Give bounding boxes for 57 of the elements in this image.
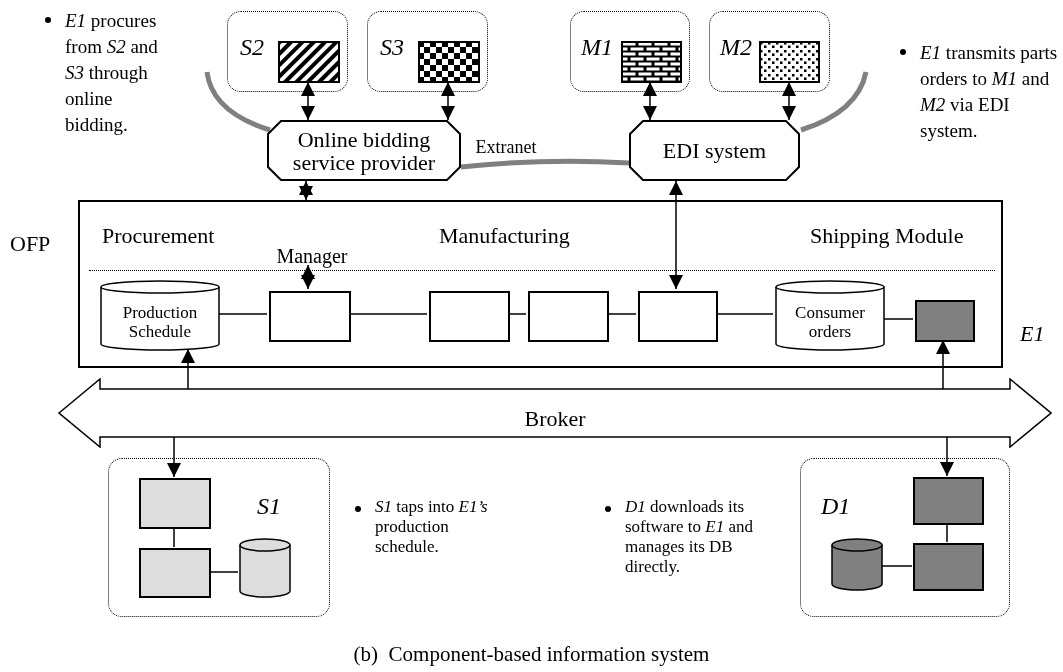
component-box xyxy=(269,291,351,342)
connector-line xyxy=(173,527,175,548)
pattern-box xyxy=(418,41,480,83)
component-box xyxy=(913,543,984,591)
connector-line xyxy=(881,565,913,567)
process-box xyxy=(267,120,461,181)
database-cylinder: Production Schedule xyxy=(100,280,220,351)
arrow xyxy=(301,81,315,121)
pattern-box xyxy=(278,41,340,83)
caption: (b) Component-based information system xyxy=(353,642,710,667)
arrow xyxy=(299,180,313,201)
group-title: D1 xyxy=(821,493,851,519)
side-label: E1 xyxy=(1020,322,1045,346)
database-cylinder: Consumer orders xyxy=(775,280,885,351)
section-title: Shipping Module xyxy=(810,224,964,248)
database-cylinder xyxy=(831,538,883,591)
group-title: M1 xyxy=(581,34,613,60)
arrow xyxy=(643,81,657,121)
bullet-text: S1 taps into E1’s production schedule. xyxy=(375,497,489,557)
component-box xyxy=(429,291,510,342)
group-title: M2 xyxy=(720,34,752,60)
group-title: S3 xyxy=(380,34,404,60)
side-label: OFP xyxy=(10,232,51,256)
component-box xyxy=(139,548,211,598)
component-box xyxy=(139,478,211,529)
group-title: S2 xyxy=(240,34,264,60)
process-label: Online bidding service provider xyxy=(291,127,437,174)
pattern-box xyxy=(621,41,682,83)
section-title: Procurement xyxy=(102,224,215,248)
connector-line xyxy=(946,523,948,543)
process-box xyxy=(629,120,800,181)
bullet-text: E1 procures from S2 and S3 through online bidding. xyxy=(65,9,159,137)
arrow xyxy=(301,264,315,290)
broker-label: Broker xyxy=(524,406,586,432)
arrow xyxy=(669,180,683,290)
component-box xyxy=(528,291,609,342)
arrow xyxy=(441,81,455,121)
pattern-box xyxy=(759,41,820,83)
section-title: Manufacturing xyxy=(439,224,570,248)
process-label: EDI system xyxy=(661,139,768,162)
component-box xyxy=(915,300,975,342)
connector-line xyxy=(217,313,268,315)
arrow xyxy=(167,436,181,478)
database-cylinder xyxy=(239,538,291,598)
arrow xyxy=(181,348,195,390)
group-title: S1 xyxy=(257,493,281,519)
double-arrow xyxy=(58,378,1052,448)
connector-line xyxy=(460,158,630,170)
bullet-text: D1 downloads its software to E1 and manages its DB directly. xyxy=(625,497,754,577)
arrow xyxy=(940,436,954,477)
system-box xyxy=(78,200,1003,368)
module-label: Manager xyxy=(264,245,360,267)
arrow xyxy=(782,81,796,121)
bullet-text: E1 transmits parts orders to M1 and M2 via EDI system. xyxy=(920,41,1059,143)
component-box xyxy=(638,291,718,342)
component-box xyxy=(913,477,984,525)
connector-line xyxy=(882,318,914,320)
